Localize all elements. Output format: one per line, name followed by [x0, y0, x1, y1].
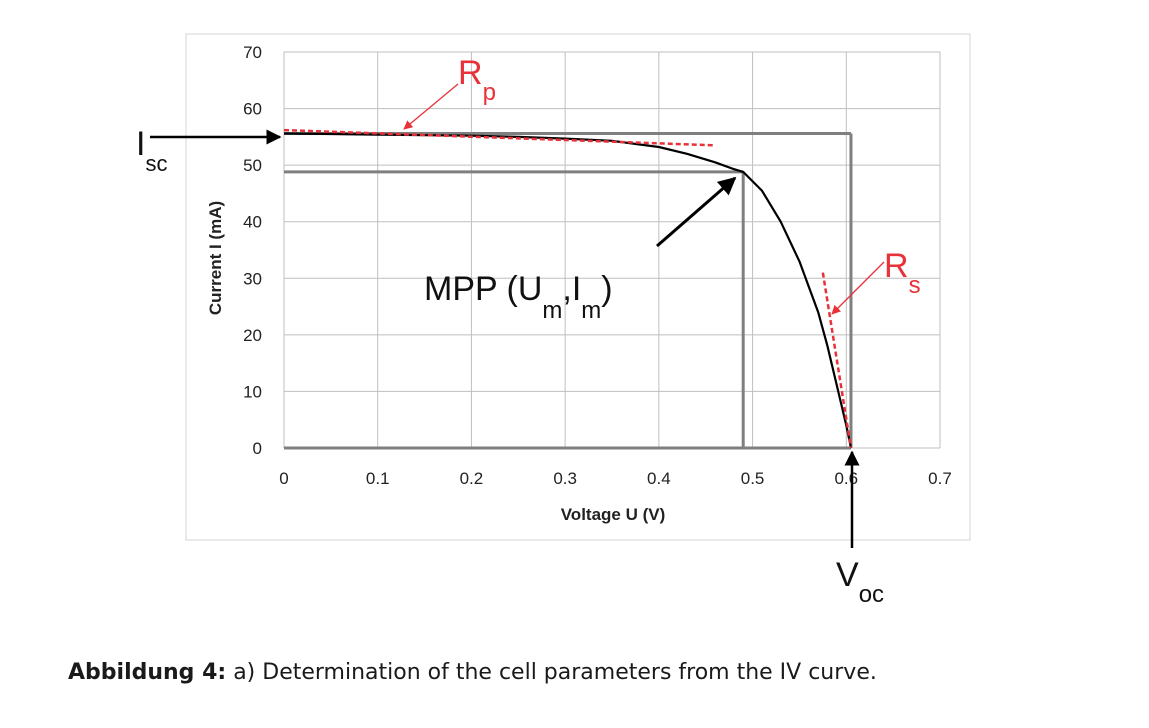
x-tick-label: 0.3	[553, 469, 577, 488]
y-tick-label: 30	[243, 269, 262, 288]
y-tick-label: 20	[243, 326, 262, 345]
grid-lines	[283, 51, 941, 449]
rs-tangent-line	[821, 272, 853, 449]
voc-label: Voc	[836, 556, 884, 608]
x-axis-label: Voltage U (V)	[561, 505, 666, 524]
figure-caption: Abbildung 4: a) Determination of the cel…	[68, 660, 877, 685]
iv-chart: 0 10 20 30 40 50 60 70 0 0.1 0.2 0.3 0.4 0.5 0.6 0.7 V…	[136, 33, 971, 608]
y-axis-label: Current I (mA)	[206, 201, 225, 315]
caption-text: a) Determination of the cell parameters …	[226, 660, 877, 685]
reference-lines	[284, 131, 853, 450]
x-tick-label: 0.5	[741, 469, 765, 488]
x-tick-label: 0.4	[647, 469, 671, 488]
chart-frame	[185, 33, 971, 541]
tangent-lines	[283, 128, 853, 449]
y-tick-label: 40	[243, 213, 262, 232]
rs-pointer	[831, 261, 885, 315]
rs-label: Rs	[884, 247, 921, 299]
y-tick-label: 50	[243, 156, 262, 175]
y-tick-label: 70	[243, 43, 262, 62]
x-tick-label: 0.6	[834, 469, 858, 488]
y-tick-label: 60	[243, 100, 262, 119]
y-tick-labels: 0 10 20 30 40 50 60 70	[243, 43, 262, 458]
isc-label: Isc	[136, 125, 167, 176]
rp-pointer	[403, 83, 459, 130]
rp-label: Rp	[458, 54, 496, 106]
x-tick-labels: 0 0.1 0.2 0.3 0.4 0.5 0.6 0.7	[279, 469, 952, 488]
mpp-arrow	[656, 176, 737, 248]
x-tick-label: 0.7	[928, 469, 952, 488]
x-tick-label: 0.2	[460, 469, 484, 488]
x-tick-label: 0	[279, 469, 288, 488]
y-tick-label: 0	[253, 439, 262, 458]
x-tick-label: 0.1	[366, 469, 390, 488]
y-tick-label: 10	[243, 382, 262, 401]
caption-label: Abbildung 4:	[68, 660, 227, 685]
mpp-label: MPP (Um,Im)	[424, 270, 613, 324]
